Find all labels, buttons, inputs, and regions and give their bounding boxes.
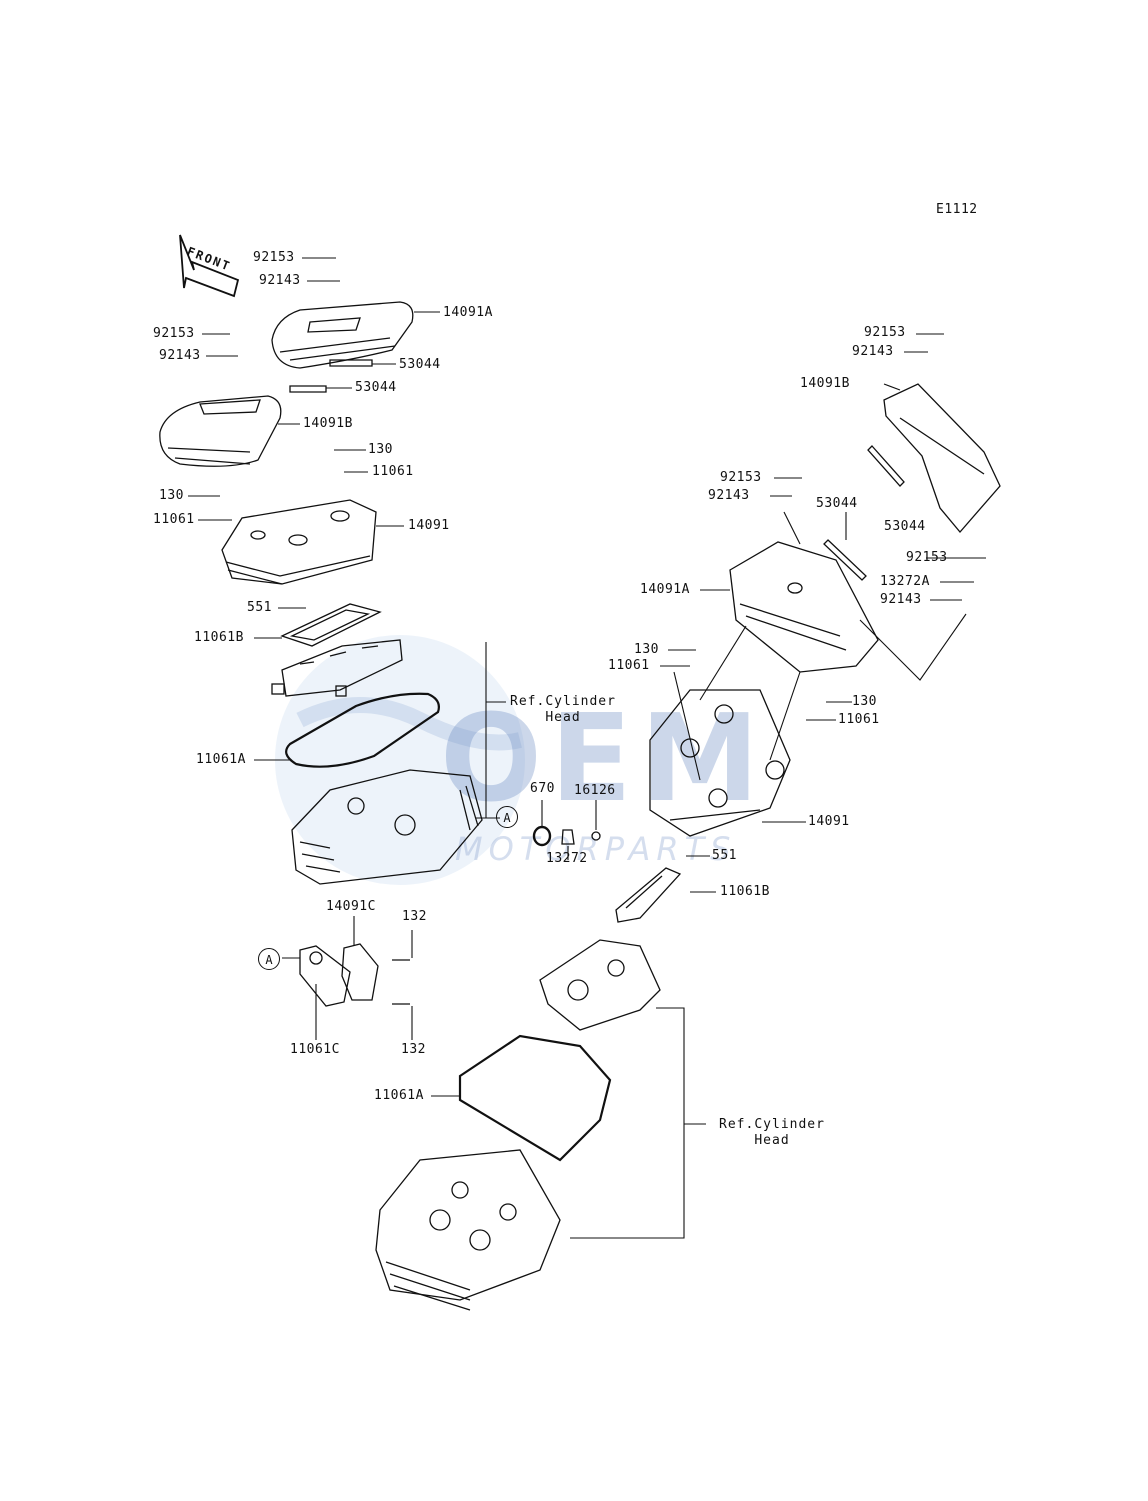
label-53044: 53044: [355, 380, 397, 395]
ref-cylinder-head-2-line2: Head: [754, 1133, 790, 1148]
label-92153: 92153: [720, 470, 762, 485]
leader-lines: [188, 257, 986, 1239]
label-132: 132: [401, 1042, 426, 1057]
label-13272a: 13272A: [880, 574, 930, 589]
front-arrow-icon: [179, 234, 240, 298]
ref-cylinder-head-2: Ref.Cylinder Head: [712, 1117, 832, 1149]
label-130: 130: [634, 642, 659, 657]
left-rocker-cover-14091: [221, 499, 377, 585]
right-cylinder-head: [375, 1149, 561, 1311]
left-gasket-11061a: [285, 692, 440, 768]
pin-53044: [329, 359, 373, 367]
right-cover-14091b: [883, 383, 1001, 534]
label-53044: 53044: [399, 357, 441, 372]
label-551: 551: [247, 600, 272, 615]
label-132: 132: [402, 909, 427, 924]
ref-cylinder-head-2-line1: Ref.Cylinder: [719, 1117, 825, 1132]
label-53044: 53044: [884, 519, 926, 534]
label-11061c: 11061C: [290, 1042, 340, 1057]
label-16126: 16126: [574, 783, 616, 798]
label-14091: 14091: [408, 518, 450, 533]
label-92153: 92153: [864, 325, 906, 340]
label-14091a: 14091A: [640, 582, 690, 597]
label-130: 130: [852, 694, 877, 709]
left-rocker-holder: [271, 639, 403, 697]
label-130: 130: [368, 442, 393, 457]
label-11061: 11061: [372, 464, 414, 479]
right-rocker-holder: [539, 939, 661, 1031]
label-551: 551: [712, 848, 737, 863]
right-rocker-cover-14091: [649, 689, 791, 837]
label-92153: 92153: [906, 550, 948, 565]
label-92143: 92143: [880, 592, 922, 607]
label-92153: 92153: [153, 326, 195, 341]
label-92143: 92143: [708, 488, 750, 503]
left-cylinder-head: [291, 769, 483, 885]
label-11061b: 11061B: [194, 630, 244, 645]
callout-a: A: [258, 948, 280, 970]
oring-670: [532, 825, 552, 847]
label-92143: 92143: [159, 348, 201, 363]
label-14091c: 14091C: [326, 899, 376, 914]
callout-a: A: [496, 806, 518, 828]
label-11061a: 11061A: [374, 1088, 424, 1103]
ref-cylinder-head-1-line1: Ref.Cylinder: [510, 694, 616, 709]
left-cover-14091a: [271, 301, 414, 369]
plug-13272: [561, 829, 575, 845]
label-670: 670: [530, 781, 555, 796]
label-14091a: 14091A: [443, 305, 493, 320]
label-92153: 92153: [253, 250, 295, 265]
label-13272: 13272: [546, 851, 588, 866]
small-cover-14091c: [299, 943, 410, 1007]
right-gasket-11061a: [458, 1034, 612, 1162]
diagram-code: E1112: [936, 202, 978, 217]
ref-cylinder-head-1: Ref.Cylinder Head: [508, 694, 618, 726]
label-53044: 53044: [816, 496, 858, 511]
ref-cylinder-head-1-line2: Head: [545, 710, 581, 725]
label-11061a: 11061A: [196, 752, 246, 767]
label-11061: 11061: [608, 658, 650, 673]
pin-53044-b: [289, 385, 327, 393]
left-cover-14091b: [159, 395, 282, 467]
label-14091b: 14091B: [800, 376, 850, 391]
right-cover-14091a: [729, 541, 879, 673]
washer-16126: [591, 831, 601, 841]
label-14091b: 14091B: [303, 416, 353, 431]
left-gasket-11061b: [280, 603, 382, 647]
pin-53044-d: [823, 539, 867, 581]
pin-53044-c: [867, 445, 905, 487]
right-gasket-11061b: [615, 867, 682, 923]
label-11061b: 11061B: [720, 884, 770, 899]
label-92143: 92143: [852, 344, 894, 359]
label-14091: 14091: [808, 814, 850, 829]
label-130: 130: [159, 488, 184, 503]
label-11061: 11061: [838, 712, 880, 727]
watermark-brand: OEM: [440, 690, 768, 829]
label-11061: 11061: [153, 512, 195, 527]
watermark-sub: MOTORPARTS: [455, 830, 737, 868]
label-92143: 92143: [259, 273, 301, 288]
